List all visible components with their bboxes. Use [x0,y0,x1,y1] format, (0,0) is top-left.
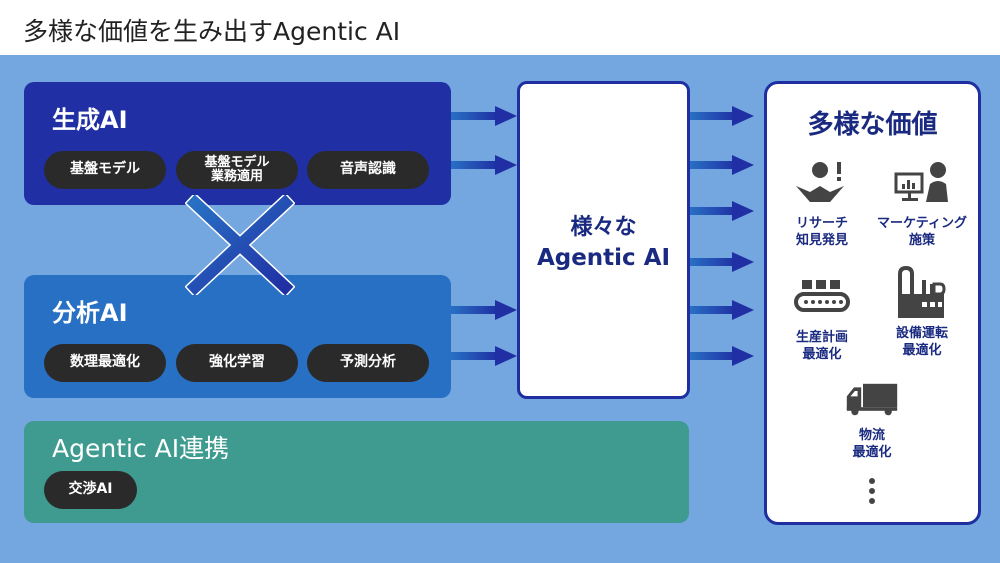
arrow-input [451,155,517,175]
value-item-logistics: 物流 最適化 [822,382,922,462]
pill-foundation-model: 基盤モデル [44,151,166,189]
arrow-output [690,252,756,272]
analytics-ai-title: 分析AI [52,299,128,327]
arrow-output [690,106,756,126]
marketing-presentation-icon [894,162,948,202]
more-ellipsis-icon [869,478,877,508]
value-label: マーケティング 施策 [877,216,967,248]
center-line1: 様々な [570,215,637,240]
pill-speech-recognition: 音声認識 [307,151,429,189]
diverse-value-box: 多様な価値 リサーチ 知見発見 マーケティング 施策 [764,81,981,525]
generative-ai-title: 生成AI [52,106,128,134]
value-item-equipment: 設備運転 最適化 [872,264,972,360]
generative-ai-panel: 生成AI 基盤モデル 基盤モデル 業務適用 音声認識 [24,82,451,205]
value-label: 生産計画 最適化 [795,330,848,362]
arrow-output [690,300,756,320]
value-item-research: リサーチ 知見発見 [772,160,872,250]
analytics-ai-panel: 分析AI 数理最適化 強化学習 予測分析 [24,275,451,398]
research-person-icon [796,162,844,202]
value-label: 物流 最適化 [852,428,892,460]
pill-foundation-model-business: 基盤モデル 業務適用 [176,151,298,189]
center-line2: Agentic AI [536,245,671,271]
agentic-ai-link-panel: Agentic AI連携 交渉AI [24,421,689,523]
arrow-output [690,346,756,366]
pill-predictive-analytics: 予測分析 [307,344,429,382]
page-title: 多様な価値を生み出すAgentic AI [23,17,401,46]
value-item-marketing: マーケティング 施策 [872,160,972,250]
arrow-output [690,155,756,175]
arrow-input [451,300,517,320]
value-label: 設備運転 最適化 [895,326,948,358]
value-label: リサーチ 知見発見 [795,216,848,248]
agentic-ai-center-box: 様々な Agentic AI [517,81,690,399]
agentic-ai-link-title: Agentic AI連携 [52,434,230,463]
factory-icon [898,266,946,318]
pill-negotiation-ai: 交渉AI [44,471,137,509]
pill-mathematical-optimization: 数理最適化 [44,344,166,382]
conveyor-belt-icon [794,280,850,312]
pill-reinforcement-learning: 強化学習 [176,344,298,382]
value-item-production: 生産計画 最適化 [772,274,872,364]
truck-icon [846,383,898,416]
value-title: 多様な価値 [807,110,938,140]
cross-connector-icon [185,195,295,295]
arrow-output [690,201,756,221]
arrow-input [451,346,517,366]
arrow-input [451,106,517,126]
header: 多様な価値を生み出すAgentic AI [0,0,1000,55]
